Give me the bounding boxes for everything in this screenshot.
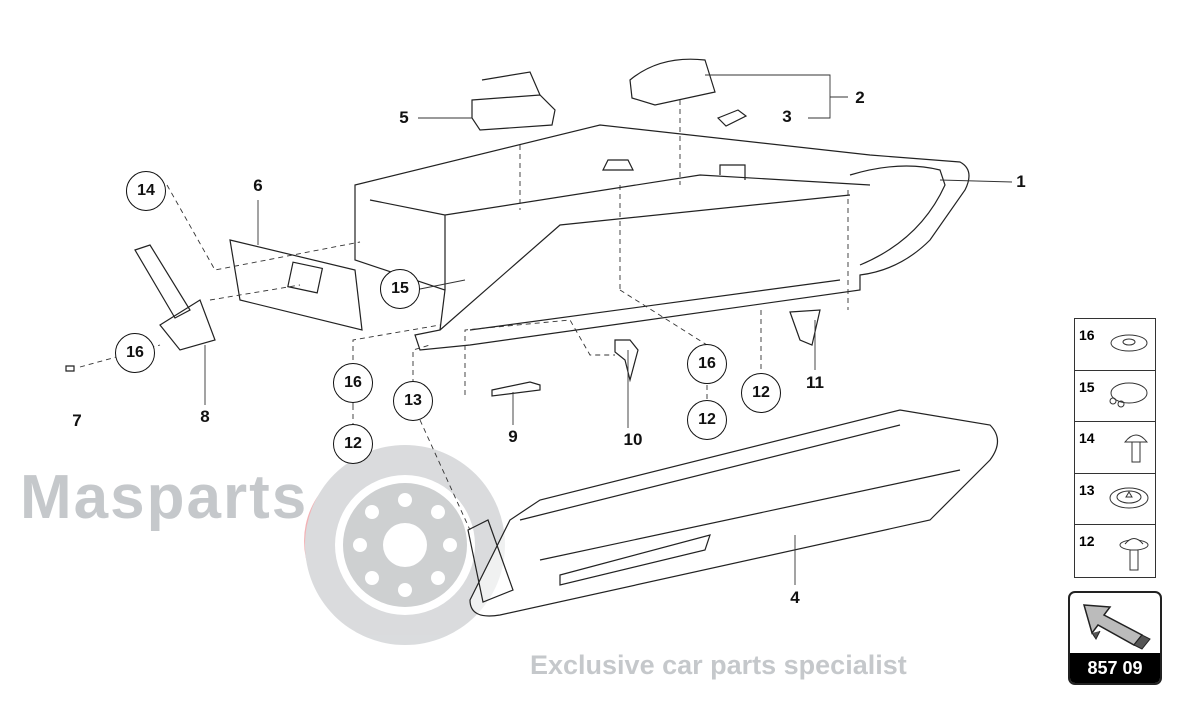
circlip-icon <box>1109 382 1148 407</box>
callout-2[interactable]: 2 <box>855 88 865 107</box>
watermark-tagline: Exclusive car parts specialist <box>530 650 907 680</box>
flange-screw-icon <box>1119 538 1149 571</box>
circle-callout-14[interactable]: 14 <box>126 171 166 211</box>
callout-4[interactable]: 4 <box>790 588 800 607</box>
clip-nut-icon <box>1109 487 1149 508</box>
callout-11[interactable]: 11 <box>806 373 824 392</box>
callout-8[interactable]: 8 <box>200 407 210 426</box>
legend-number: 12 <box>1079 533 1095 549</box>
legend-row[interactable]: 12 <box>1075 525 1155 577</box>
hardware-legend: 16 15 14 13 12 <box>1074 318 1156 578</box>
circle-callout-12[interactable]: 12 <box>333 424 373 464</box>
page-code: 857 09 <box>1070 653 1160 683</box>
circle-callout-12[interactable]: 12 <box>687 400 727 440</box>
legend-row[interactable]: 15 <box>1075 371 1155 422</box>
arrow-icon <box>1082 604 1151 650</box>
circle-callout-13[interactable]: 13 <box>393 381 433 421</box>
screw-icon <box>1123 434 1149 463</box>
washer-icon <box>1110 334 1148 352</box>
circle-callout-12[interactable]: 12 <box>741 373 781 413</box>
legend-row[interactable]: 14 <box>1075 422 1155 474</box>
circle-callout-16[interactable]: 16 <box>115 333 155 373</box>
callout-5[interactable]: 5 <box>399 108 409 127</box>
legend-number: 14 <box>1079 430 1095 446</box>
watermark-brand: Masparts <box>20 463 309 532</box>
legend-number: 16 <box>1079 327 1095 343</box>
legend-number: 15 <box>1079 378 1095 395</box>
callout-1[interactable]: 1 <box>1016 172 1026 191</box>
watermark-disc <box>304 445 505 645</box>
callout-10[interactable]: 10 <box>623 430 643 449</box>
legend-row[interactable]: 13 <box>1075 474 1155 525</box>
legend-row[interactable]: 16 <box>1075 319 1155 371</box>
callout-3[interactable]: 3 <box>782 107 792 126</box>
page-navigation-button[interactable]: 857 09 <box>1068 591 1162 685</box>
circle-callout-15[interactable]: 15 <box>380 269 420 309</box>
legend-number: 13 <box>1079 481 1095 498</box>
circle-callout-16[interactable]: 16 <box>687 344 727 384</box>
callout-7[interactable]: 7 <box>72 411 82 430</box>
callout-6[interactable]: 6 <box>253 176 263 195</box>
circle-callout-16[interactable]: 16 <box>333 363 373 403</box>
callout-9[interactable]: 9 <box>508 427 518 446</box>
